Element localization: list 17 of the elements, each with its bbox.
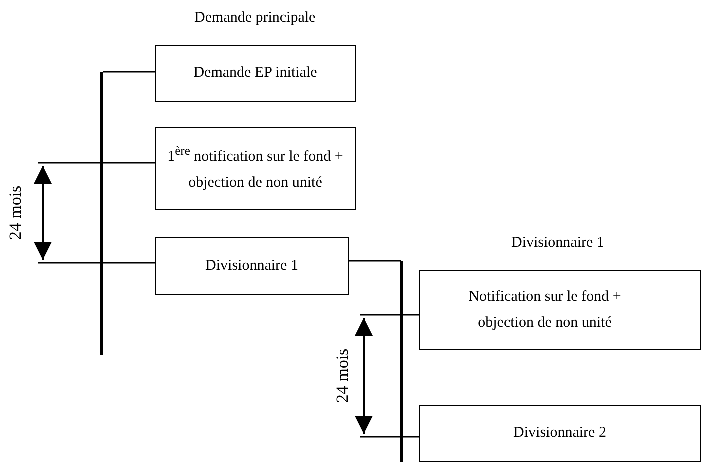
process-box: 1$^{ère}$ notification sur le fond + objection de non unité	[155, 127, 356, 210]
process-box: Notification sur le fond + objection de non unité	[419, 270, 701, 350]
connector-line	[103, 71, 155, 73]
connector-line	[403, 314, 419, 316]
timeline-bar	[400, 261, 403, 462]
process-box: Demande EP initiale	[155, 45, 356, 102]
process-box: Divisionnaire 2	[419, 405, 701, 462]
timeline-bar	[100, 72, 103, 355]
dimension-label: 24 mois	[6, 186, 26, 240]
process-box: Divisionnaire 1	[155, 237, 349, 295]
connector-line	[103, 162, 155, 164]
connector-line	[103, 262, 155, 264]
dimension-label: 24 mois	[333, 348, 354, 404]
column-heading: Demande principale	[194, 10, 316, 26]
connector-line	[403, 436, 419, 438]
connector-line	[349, 260, 402, 262]
column-heading: Divisionnaire 1	[512, 234, 604, 252]
